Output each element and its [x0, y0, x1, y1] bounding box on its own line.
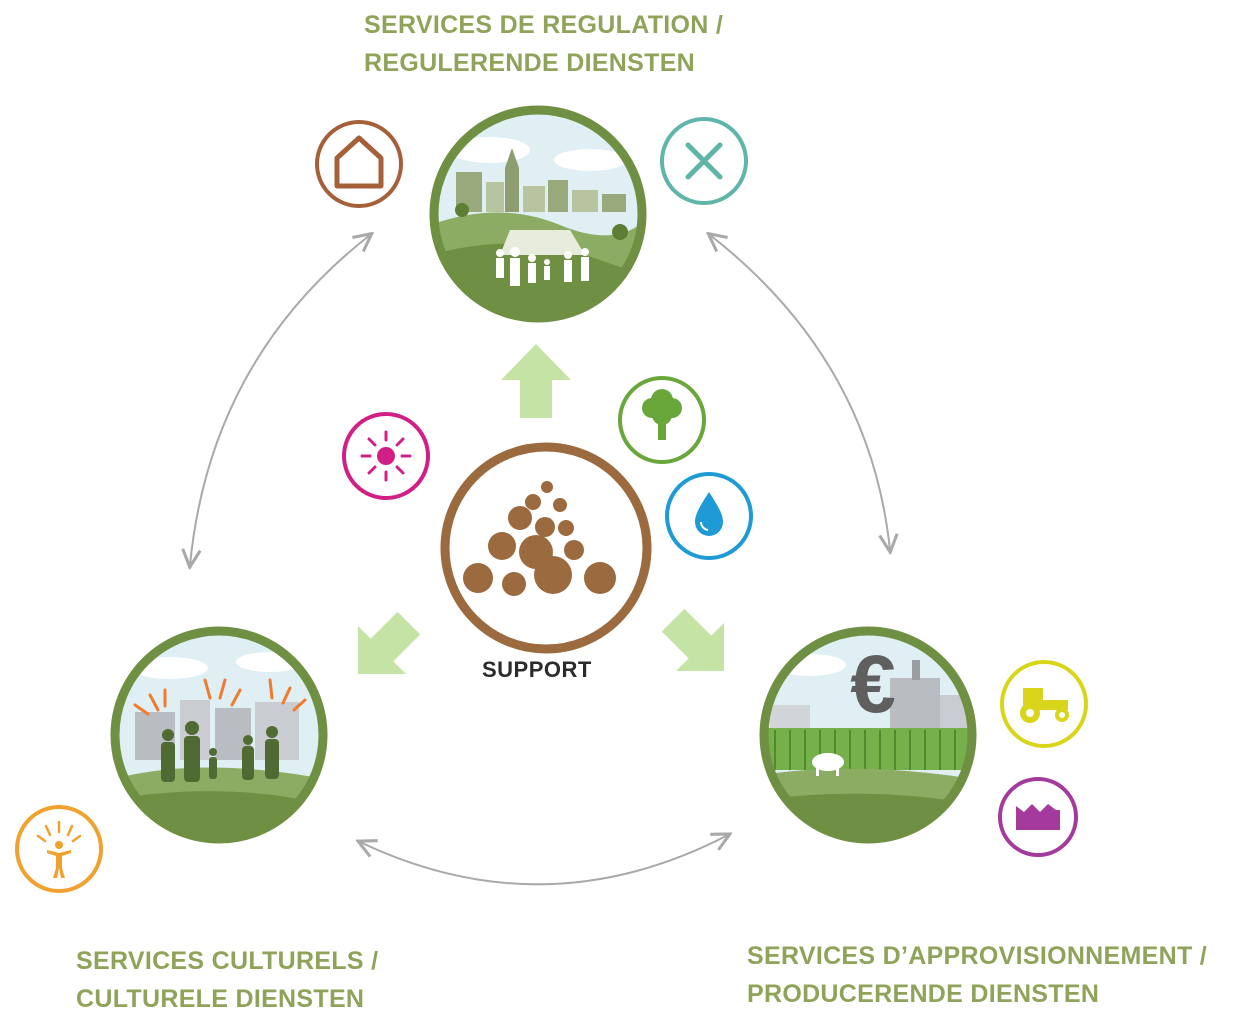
- house-icon: [315, 120, 403, 208]
- provisioning-services-label: SERVICES D’APPROVISIONNEMENT / PRODUCERE…: [747, 937, 1207, 1013]
- cultural-services-label: SERVICES CULTURELS / CULTURELE DIENSTEN: [76, 942, 378, 1018]
- provisioning-label-line2: PRODUCERENDE DIENSTEN: [747, 980, 1100, 1008]
- provisioning-services-circle: €: [759, 626, 977, 844]
- tree-icon: [618, 376, 706, 464]
- cultural-label-line1: SERVICES CULTURELS /: [76, 947, 379, 975]
- regulation-services-label: SERVICES DE REGULATION / REGULERENDE DIE…: [364, 6, 723, 82]
- connector-arc-left: [190, 235, 370, 565]
- regulation-label-line1: SERVICES DE REGULATION /: [364, 11, 724, 39]
- cultural-label-line2: CULTURELE DIENSTEN: [76, 985, 365, 1013]
- regulation-label-line2: REGULERENDE DIENSTEN: [364, 49, 696, 77]
- regulation-services-circle: [429, 105, 647, 323]
- tractor-icon: [1000, 660, 1088, 748]
- flow-arrow-up: [501, 344, 571, 418]
- svg-text:€: €: [850, 639, 896, 730]
- flow-arrow-left: [357, 611, 421, 675]
- water-drop-icon: [665, 472, 753, 560]
- factory-icon: [998, 777, 1078, 857]
- cultural-services-circle: [110, 626, 328, 844]
- cross-icon: [660, 117, 748, 205]
- provisioning-label-line1: SERVICES D’APPROVISIONNEMENT /: [747, 942, 1208, 970]
- connector-arc-right: [710, 235, 890, 550]
- sun-icon: [342, 412, 430, 500]
- person-joy-icon: [15, 805, 103, 893]
- flow-arrow-right: [661, 608, 725, 672]
- connector-arc-bottom: [360, 835, 728, 886]
- support-circle: [440, 442, 652, 654]
- support-label: SUPPORT: [482, 657, 592, 682]
